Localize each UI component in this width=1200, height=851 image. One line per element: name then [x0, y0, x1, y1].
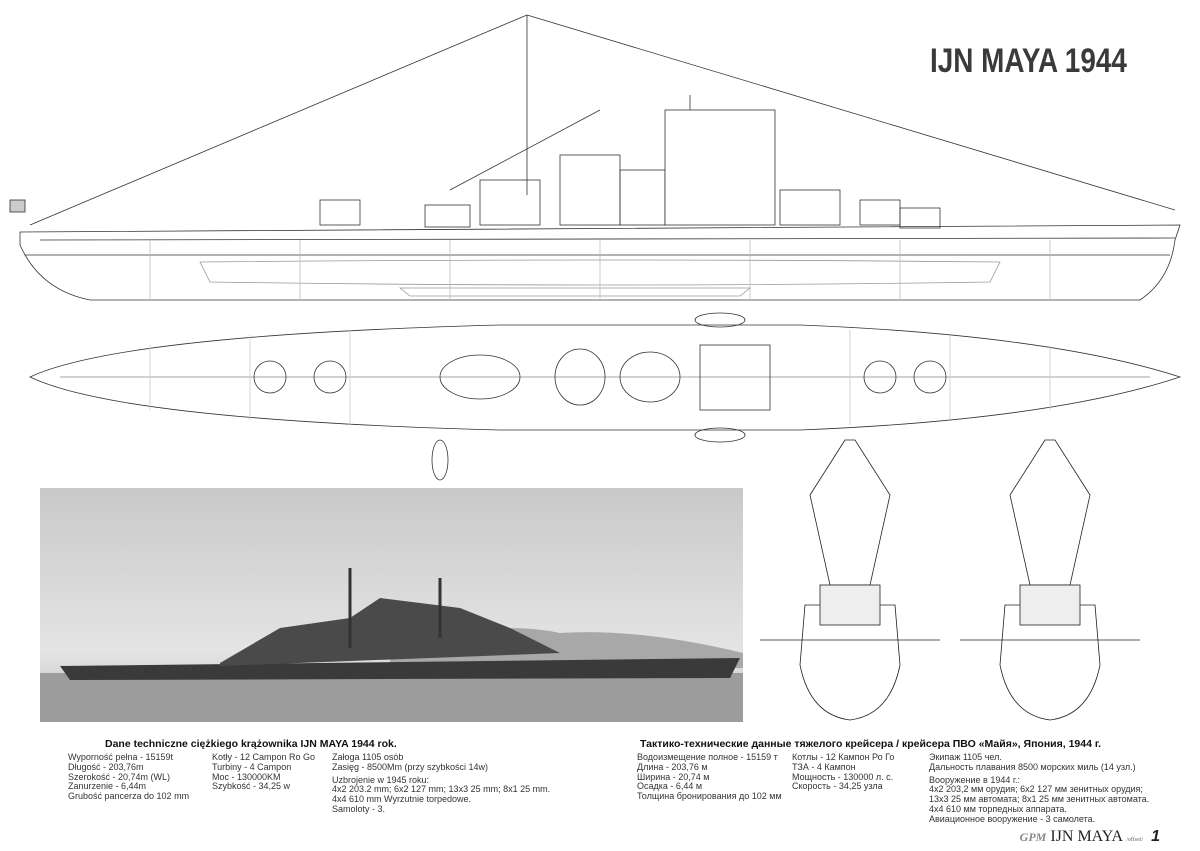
spec-line: Załoga 1105 osób — [332, 752, 404, 762]
footer: GPM IJN MAYA /offset/ 1 — [1020, 828, 1160, 849]
spec-line: 13x3 25 мм автомата; 8x1 25 мм зенитных … — [929, 794, 1150, 805]
polish-specs-col1: Wyporność pełna - 15159t Długość - 203,7… — [68, 752, 190, 802]
spec-line: Толщина бронирования до 102 мм — [637, 791, 782, 802]
polish-specs-col3: Załoga 1105 osób Zasięg - 8500Mm (przy s… — [332, 752, 551, 815]
spec-line: ТЗА - 4 Кампон — [792, 761, 856, 772]
ship-photo — [40, 488, 743, 722]
spec-line: Осадка - 6,44 м — [637, 781, 703, 792]
russian-specs-col3: Экипаж 1105 чел. Дальность плавания 8500… — [929, 752, 1150, 825]
spec-line: Moc - 130000KM — [212, 771, 281, 782]
page-number: 1 — [1151, 828, 1160, 845]
spec-line: Ширина - 20,74 м — [637, 771, 710, 782]
top-plan-drawing — [29, 312, 1182, 481]
spec-line: 4x2 203.2 mm; 6x2 127 mm; 13x3 25 mm; 8x… — [332, 784, 551, 795]
spec-line: Дальность плавания 8500 морских миль (14… — [929, 761, 1136, 772]
spec-line: Długość - 203,76m — [68, 761, 144, 772]
russian-specs-heading: Тактико-технические данные тяжелого крей… — [640, 738, 1102, 750]
footer-model-name: IJN MAYA — [1050, 828, 1123, 845]
spec-line: Вооружение в 1944 г.: — [929, 774, 1021, 785]
spec-line: Водоизмещение полное - 15159 т — [637, 752, 778, 762]
bow-stern-views — [760, 439, 1140, 721]
spec-line: Скорость - 34,25 узла — [792, 781, 883, 792]
spec-line: Uzbrojenie w 1945 roku: — [332, 774, 430, 785]
spec-line: Zasięg - 8500Mm (przy szybkości 14w) — [332, 761, 489, 772]
spec-line: Авиационное вооружение - 3 самолета. — [929, 813, 1096, 824]
spec-line: Zanurzenie - 6,44m — [68, 781, 147, 792]
spec-line: Szerokość - 20,74m (WL) — [68, 771, 171, 782]
spec-line: Wyporność pełna - 15159t — [68, 752, 173, 762]
spec-line: Мощность - 130000 л. с. — [792, 771, 894, 782]
spec-line: Grubość pancerza do 102 mm — [68, 791, 190, 802]
russian-specs-col2: Котлы - 12 Кампон Ро Го ТЗА - 4 Кампон М… — [792, 752, 895, 792]
spec-line: Котлы - 12 Кампон Ро Го — [792, 752, 895, 762]
spec-line: Samoloty - 3. — [332, 803, 386, 814]
footer-tag: /offset/ — [1126, 837, 1144, 843]
spec-line: 4x4 610 mm Wyrzutnie torpedowe. — [332, 794, 471, 805]
polish-specs-col2: Kotły - 12 Campon Ro Go Turbiny - 4 Camp… — [212, 752, 316, 792]
side-profile-drawing — [9, 14, 1181, 301]
polish-specs-heading: Dane techniczne ciężkiego krążownika IJN… — [105, 738, 397, 750]
spec-line: Turbiny - 4 Campon — [212, 761, 292, 772]
spec-line: Длина - 203,76 м — [637, 761, 708, 772]
spec-line: Экипаж 1105 чел. — [929, 752, 1002, 762]
spec-line: Szybkość - 34,25 w — [212, 781, 291, 792]
spec-line: 4x4 610 мм торпедных аппарата. — [929, 803, 1067, 814]
russian-specs-col1: Водоизмещение полное - 15159 т Длина - 2… — [637, 752, 782, 802]
spec-line: Kotły - 12 Campon Ro Go — [212, 752, 316, 762]
spec-line: 4x2 203,2 мм орудия; 6x2 127 мм зенитных… — [929, 784, 1143, 795]
page-title: IJN MAYA 1944 — [930, 42, 1127, 80]
brand-logo: GPM — [1019, 830, 1047, 844]
